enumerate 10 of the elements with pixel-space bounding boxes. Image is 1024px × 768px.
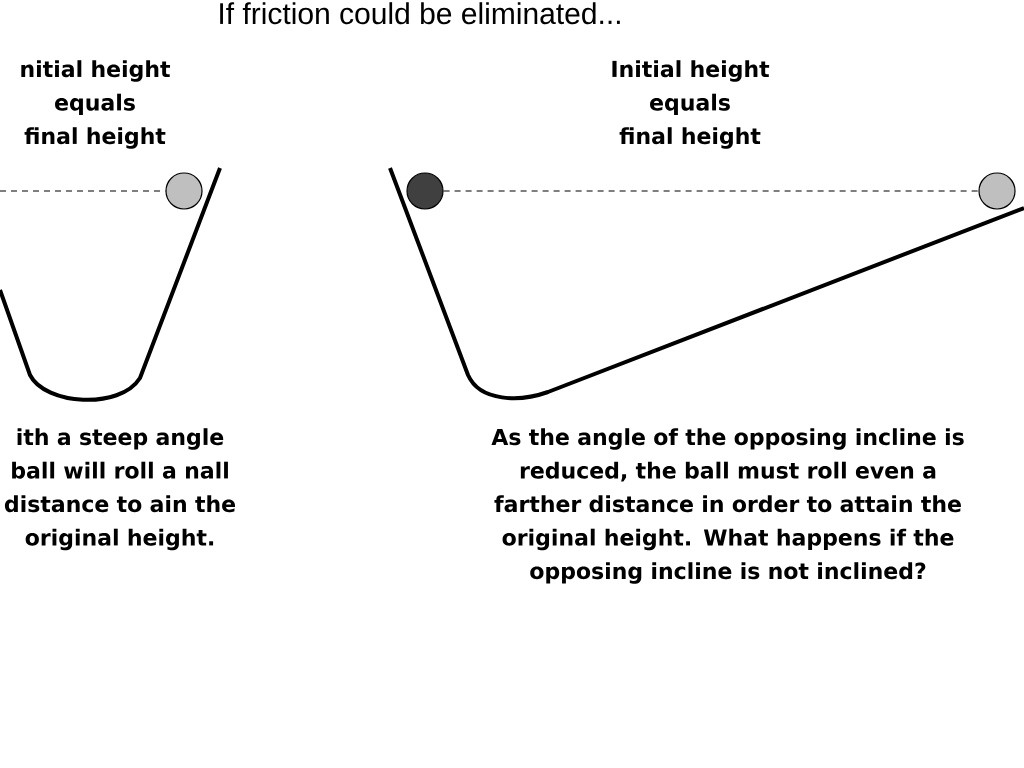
- ball: [406, 172, 444, 210]
- caption-text: Initial height equals final height: [612, 60, 770, 149]
- caption-text: As the angle of the opposing incline is reduced, the ball must roll even a farther distance in order to attain the original height. What happens if the opposing incline is not inclined?: [491, 428, 964, 584]
- caption-text: nitial height equals final height: [21, 60, 171, 149]
- ball: [165, 172, 203, 210]
- dashed-line: [0, 190, 166, 192]
- dashed-line: [443, 190, 979, 192]
- ball: [978, 172, 1016, 210]
- title: If friction could be eliminated...: [220, 2, 620, 25]
- caption-text: ith a steep angle ball will roll a nall distance to ain the original height.: [4, 428, 235, 551]
